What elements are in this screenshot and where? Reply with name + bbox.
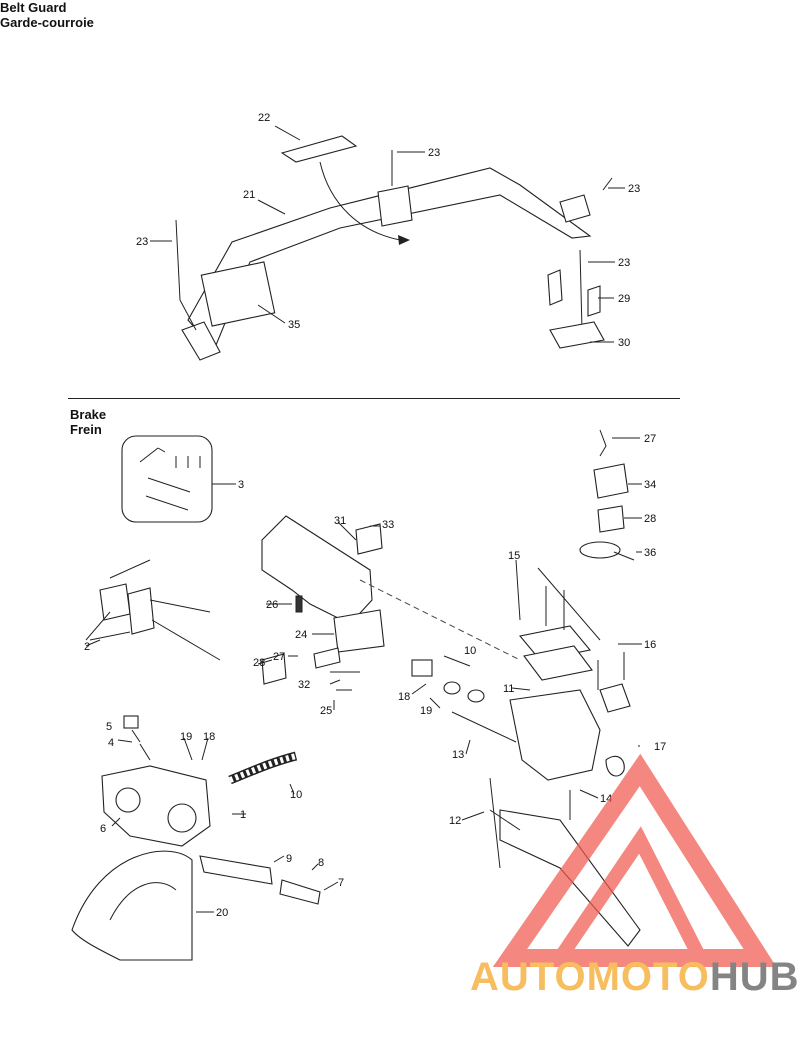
switch-24 (333, 609, 385, 653)
clamp-36 (579, 541, 621, 559)
callout-23: 23 (628, 183, 640, 195)
callout-23: 23 (428, 147, 440, 159)
automotohub-watermark: AUTOMOTOHUB (470, 753, 800, 999)
reservoir-cover-31 (261, 515, 373, 625)
callout-16: 16 (644, 639, 656, 651)
brake-pad (99, 583, 131, 621)
brake-title: Brake Frein (70, 407, 106, 437)
watermark-part1: AUTOMOTO (470, 955, 710, 999)
callout-9: 9 (286, 853, 292, 865)
callout-4: 4 (108, 737, 114, 749)
section-divider (68, 398, 680, 399)
watermark-text-auto: AUTOMOTOHUB (470, 955, 800, 999)
callout-11: 11 (503, 683, 514, 695)
callout-19: 19 (180, 731, 192, 743)
belt-guard-title-en: Belt Guard (0, 0, 67, 15)
install-arrow (319, 161, 401, 241)
screw-26 (295, 595, 303, 613)
diaphragm (523, 645, 593, 681)
callout-10: 10 (464, 645, 476, 657)
hardware-kit-3 (121, 435, 213, 523)
belt-guard-drawing (150, 125, 625, 361)
cap-5 (123, 715, 139, 729)
decal-33 (355, 523, 383, 555)
callout-8: 8 (318, 857, 324, 869)
callout-6: 6 (100, 823, 106, 835)
callout-10: 10 (290, 789, 302, 801)
clamp-16 (599, 683, 631, 713)
guard-bracket (181, 321, 221, 361)
callout-18: 18 (203, 731, 215, 743)
clip-27 (599, 429, 607, 457)
banjo-bolt-18 (411, 659, 433, 677)
bracket-9 (199, 855, 273, 885)
callout-5: 5 (106, 721, 112, 733)
brake-title-en: Brake (70, 407, 107, 422)
belt-callouts: 22 23 21 23 23 23 29 35 30 (136, 112, 640, 349)
callout-13: 13 (452, 749, 464, 761)
callout-28: 28 (253, 657, 265, 669)
callout-30: 30 (618, 337, 630, 349)
callout-25: 25 (320, 705, 332, 717)
callout-18: 18 (398, 691, 410, 703)
callout-20: 20 (216, 907, 228, 919)
callout-23: 23 (136, 236, 148, 248)
callout-33: 33 (382, 519, 394, 531)
bolt-7 (279, 879, 321, 905)
callout-17: 17 (654, 741, 666, 753)
belt-guard-title-fr: Garde-courroie (0, 15, 94, 30)
brake-hose-10 (228, 751, 298, 785)
callout-2: 2 (84, 641, 90, 653)
brake-disc-20 (71, 850, 193, 961)
callout-27: 27 (273, 651, 285, 663)
callout-32: 32 (298, 679, 310, 691)
decal-22 (280, 135, 358, 163)
callout-12: 12 (449, 815, 461, 827)
latch-clip (377, 185, 413, 227)
callout-35: 35 (288, 319, 300, 331)
callout-7: 7 (338, 877, 344, 889)
callout-26: 26 (266, 599, 278, 611)
callout-28: 28 (644, 513, 656, 525)
push-rod-13 (451, 711, 517, 743)
callout-22: 22 (258, 112, 270, 124)
watermark-part2: HUB (710, 955, 800, 999)
master-cylinder-11 (509, 689, 601, 781)
callout-29: 29 (618, 293, 630, 305)
cap-28b (597, 505, 625, 533)
callout-23: 23 (618, 257, 630, 269)
switch-34 (593, 463, 629, 499)
brake-drawing (71, 429, 642, 961)
callout-3: 3 (238, 479, 244, 491)
callout-31: 31 (334, 515, 346, 527)
callout-36: 36 (644, 547, 656, 559)
belt-guard-title: Belt Guard Garde-courroie (0, 0, 94, 30)
brake-callouts: 27 3 34 28 36 31 33 26 15 2 24 10 16 28 … (84, 433, 666, 919)
automotohub-logo-icon (492, 753, 777, 967)
callout-19: 19 (420, 705, 432, 717)
brake-title-fr: Frein (70, 422, 102, 437)
hinge-plate-30 (549, 321, 605, 349)
callout-24: 24 (295, 629, 307, 641)
decal-35 (200, 261, 276, 327)
callout-15: 15 (508, 550, 520, 562)
callout-21: 21 (243, 189, 255, 201)
callout-27: 27 (644, 433, 656, 445)
callout-34: 34 (644, 479, 656, 491)
callout-1: 1 (240, 809, 246, 821)
